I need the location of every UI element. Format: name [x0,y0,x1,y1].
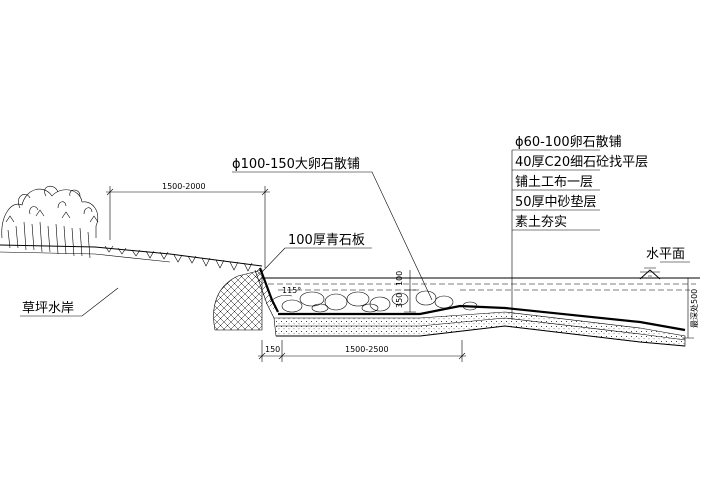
dim-rise-small-text: 100 [395,271,404,286]
layer-callout: ϕ60-100卵石散铺 40厚C20细石砼找平层 铺土工布一层 50厚中砂垫层 … [511,135,648,320]
angle-text: 115° [282,286,301,295]
shrub-group [1,185,99,259]
lawn-bank-label: 草坪水岸 [22,301,74,316]
bed-layers [273,304,686,347]
layer-label-1: ϕ60-100卵石散铺 [515,135,622,150]
layer-label-2: 40厚C20细石砼找平层 [515,155,648,170]
lawn-surface [0,244,263,272]
layer-label-5: 素土夯实 [515,215,567,230]
large-pebble-label: ϕ100-150大卵石散铺 [232,157,360,172]
pebbles [281,290,478,313]
angle-marker: 115° [269,286,301,303]
leader-large-pebble: ϕ100-150大卵石散铺 [232,157,433,301]
dim-max-depth-text: 最深处500 [689,289,699,328]
layer-label-4: 50厚中砂垫层 [515,194,597,210]
earth-mound-hatch [213,269,263,331]
bluestone-label: 100厚青石板 [288,233,365,248]
dim-max-depth: 最深处500 [682,277,699,339]
dim-top-width-text: 1500-2000 [162,182,206,191]
leader-lawn-bank: 草坪水岸 [20,287,119,317]
water-surface-lines [262,267,700,291]
dim-rise-large-text: 350 [395,293,404,308]
leader-bluestone: 100厚青石板 [261,233,372,273]
dim-top-width: 1500-2000 [106,182,270,268]
dim-vertical: 100 350 [395,270,416,313]
water-label-group: 水平面 [646,247,690,263]
layer-label-3: 铺土工布一层 [515,175,593,190]
dim-bottom: 150 1500-2500 [258,340,466,362]
water-surface-label: 水平面 [646,247,685,262]
dim-bottom-left-text: 150 [265,345,280,354]
dim-bottom-width-text: 1500-2500 [345,345,389,354]
